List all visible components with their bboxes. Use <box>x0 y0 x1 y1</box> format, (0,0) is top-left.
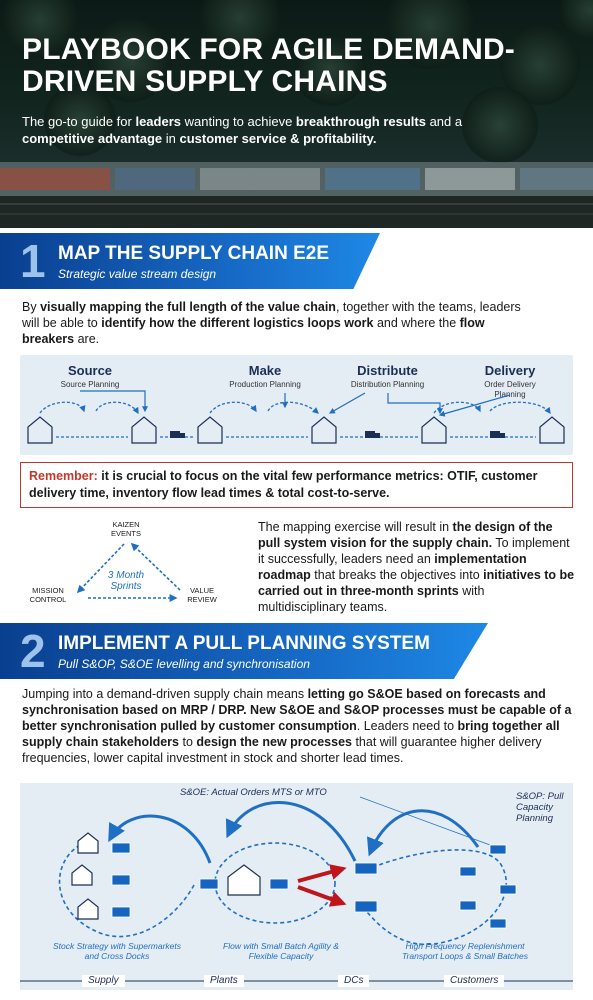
stage-delivery: Delivery Order Delivery Planning <box>484 363 536 399</box>
factory-icon <box>421 416 447 444</box>
stock-block <box>499 884 517 895</box>
forest-train-background <box>0 0 593 228</box>
sprint-triangle-diagram: KAIZEN EVENTS MISSION CONTROL VALUE REVI… <box>20 518 230 610</box>
stock-block <box>489 844 507 855</box>
sop-label: S&OP: Pull Capacity Planning <box>516 791 564 824</box>
caption-high-frequency: High Frequency Replenishment Transport L… <box>402 941 528 961</box>
stock-block <box>459 866 477 877</box>
plant-icon <box>227 864 261 896</box>
tag-plants: Plants <box>204 975 244 987</box>
warehouse-icon <box>77 898 99 920</box>
pull-planning-graphic <box>20 796 573 982</box>
soe-label: S&OE: Actual Orders MTS or MTO <box>180 787 327 798</box>
section-2-title: IMPLEMENT A PULL PLANNING SYSTEM <box>58 633 430 654</box>
pull-planning-diagram: S&OE: Actual Orders MTS or MTO S&OP: Pul… <box>20 783 573 990</box>
stock-block <box>354 900 378 913</box>
factory-icon <box>197 416 223 444</box>
hero-subtitle: The go-to guide for leaders wanting to a… <box>22 114 463 146</box>
stock-block <box>111 874 131 886</box>
triangle-right-label: VALUE REVIEW <box>187 586 217 604</box>
triangle-top-label: KAIZEN EVENTS <box>110 520 141 538</box>
value-stream-diagram: Source Source Planning Make Production P… <box>20 355 573 455</box>
section-1-subtitle: Strategic value stream design <box>58 267 217 281</box>
page-title: PLAYBOOK FOR AGILE DEMAND-DRIVEN SUPPLY … <box>22 33 515 98</box>
triangle-center-label: 3 Month Sprints <box>107 570 145 592</box>
section-1-header: 1 MAP THE SUPPLY CHAIN E2E Strategic val… <box>0 233 380 289</box>
sprint-triangle-graphic <box>76 542 181 602</box>
stock-block <box>489 918 507 929</box>
hero-banner: PLAYBOOK FOR AGILE DEMAND-DRIVEN SUPPLY … <box>0 0 593 228</box>
stock-block <box>111 906 131 918</box>
stage-distribute: Distribute Distribution Planning <box>350 363 425 389</box>
factory-icon <box>131 416 157 444</box>
stock-block <box>354 862 378 875</box>
factory-icon <box>27 416 53 444</box>
triangle-left-label: MISSION CONTROL <box>29 586 67 604</box>
factory-icon <box>539 416 565 444</box>
section-1-number: 1 <box>20 235 46 287</box>
value-stream-flow-graphic <box>27 390 565 444</box>
stage-source: Source Source Planning <box>60 363 120 389</box>
caption-stock-strategy: Stock Strategy with Supermarkets and Cro… <box>52 941 182 961</box>
section-2-subtitle: Pull S&OP, S&OE levelling and synchronis… <box>58 657 310 671</box>
section-1-intro: By visually mapping the full length of t… <box>22 300 521 346</box>
section-2-intro: Jumping into a demand-driven supply chai… <box>22 687 572 765</box>
section-2-header: 2 IMPLEMENT A PULL PLANNING SYSTEM Pull … <box>0 623 488 679</box>
section-1-roadmap-text: The mapping exercise will result in the … <box>258 520 575 614</box>
warehouse-icon <box>77 832 99 854</box>
stock-block <box>199 878 219 890</box>
warehouse-icon <box>71 864 93 886</box>
tag-supply: Supply <box>82 975 125 987</box>
stage-make: Make Production Planning <box>229 363 301 389</box>
tag-customers: Customers <box>444 975 505 987</box>
tag-dcs: DCs <box>338 975 370 987</box>
caption-small-batch: Flow with Small Batch Agility & Flexible… <box>223 941 339 961</box>
factory-icon <box>311 416 337 444</box>
remember-label: Remember: <box>29 469 98 483</box>
stock-block <box>269 878 289 890</box>
remember-callout: Remember: it is crucial to focus on the … <box>20 462 573 508</box>
section-2-number: 2 <box>20 625 46 677</box>
stock-block <box>111 842 131 854</box>
stock-block <box>459 900 477 911</box>
remember-text: it is crucial to focus on the vital few … <box>29 469 538 500</box>
section-1-title: MAP THE SUPPLY CHAIN E2E <box>58 243 330 264</box>
